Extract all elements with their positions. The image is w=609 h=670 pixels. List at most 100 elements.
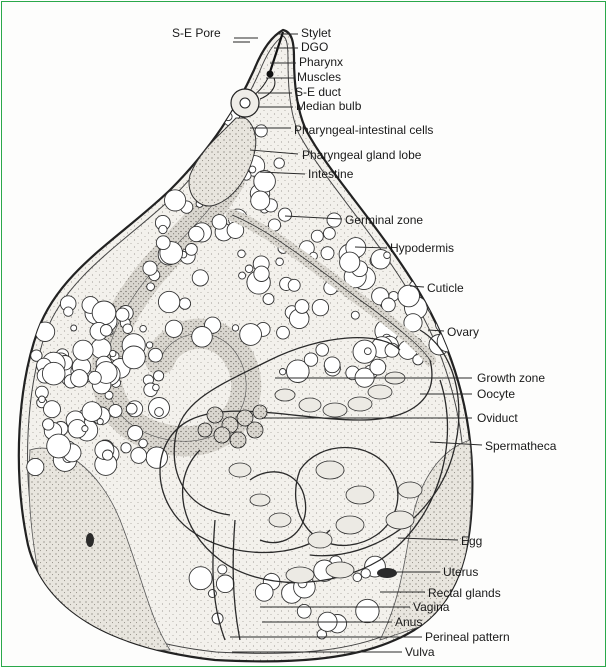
lipid-droplet — [39, 396, 46, 403]
lipid-droplet — [278, 208, 291, 221]
svg-text:Germinal zone: Germinal zone — [345, 213, 423, 227]
svg-text:Growth zone: Growth zone — [477, 371, 545, 385]
lipid-droplet — [131, 448, 147, 464]
lipid-droplet — [183, 141, 194, 152]
lipid-droplet — [398, 285, 420, 307]
lipid-droplet — [353, 573, 362, 582]
lipid-droplet — [240, 324, 262, 346]
lipid-droplet — [156, 236, 170, 250]
lipid-droplet — [179, 298, 190, 309]
lipid-droplet — [327, 213, 341, 227]
oocyte-cell — [308, 532, 332, 548]
lipid-droplet — [251, 191, 270, 210]
svg-text:Rectal glands: Rectal glands — [428, 586, 501, 600]
lipid-droplet — [71, 370, 88, 387]
lipid-droplet — [192, 270, 208, 286]
svg-text:Median bulb: Median bulb — [296, 99, 362, 113]
lipid-droplet — [47, 434, 71, 458]
svg-text:Stylet: Stylet — [301, 26, 332, 40]
lipid-droplet — [277, 326, 290, 339]
svg-text:S-E Pore: S-E Pore — [172, 26, 221, 40]
lipid-droplet — [254, 266, 269, 281]
svg-text:Oocyte: Oocyte — [477, 387, 515, 401]
svg-text:DGO: DGO — [301, 40, 328, 54]
svg-text:Oviduct: Oviduct — [477, 411, 518, 425]
lipid-droplet — [27, 458, 44, 475]
lipid-droplet — [324, 357, 340, 373]
svg-text:Hypodermis: Hypodermis — [390, 241, 454, 255]
oocyte-cell — [286, 567, 314, 583]
lipid-droplet — [428, 303, 439, 314]
oocyte-cell — [250, 494, 270, 506]
lipid-droplet — [71, 325, 77, 331]
svg-text:Perineal pattern: Perineal pattern — [425, 630, 510, 644]
lipid-droplet — [445, 298, 452, 305]
lipid-droplet — [146, 447, 167, 468]
lipid-droplet — [35, 322, 54, 341]
svg-text:Anus: Anus — [395, 615, 422, 629]
oocyte-cell — [323, 403, 347, 417]
lipid-droplet — [340, 252, 360, 272]
lipid-droplet — [351, 311, 359, 319]
lipid-droplet — [304, 353, 317, 366]
lipid-droplet — [195, 122, 204, 131]
lipid-droplet — [158, 291, 179, 312]
lipid-droplet — [149, 348, 163, 362]
lipid-droplet — [324, 228, 336, 240]
lipid-droplet — [202, 111, 220, 129]
lipid-droplet — [88, 371, 101, 384]
lipid-droplet — [121, 443, 131, 453]
lipid-droplet — [64, 307, 73, 316]
oocyte-cell — [326, 562, 354, 578]
lipid-droplet — [218, 565, 227, 574]
lipid-droplet — [153, 384, 160, 391]
lipid-droplet — [44, 401, 61, 418]
lipid-droplet — [263, 294, 274, 305]
lipid-droplet — [212, 215, 227, 230]
lipid-droplet — [186, 244, 198, 256]
svg-text:Ovary: Ovary — [447, 325, 479, 339]
svg-text:Egg: Egg — [461, 534, 482, 548]
lipid-droplet — [128, 426, 143, 441]
lipid-droplet — [187, 113, 196, 122]
lipid-droplet — [42, 362, 65, 385]
lipid-droplet — [239, 272, 246, 279]
lipid-droplet — [361, 569, 370, 578]
oocyte-cell — [229, 463, 251, 477]
lipid-droplet — [189, 226, 204, 241]
lipid-droplet — [147, 283, 155, 291]
lipid-droplet — [192, 327, 213, 348]
lipid-droplet — [356, 599, 379, 622]
uterus-dark-mass — [377, 568, 397, 578]
lipid-droplet — [91, 338, 111, 358]
oocyte-cell — [346, 486, 374, 504]
lipid-droplet — [451, 343, 459, 351]
lipid-droplet — [276, 258, 284, 266]
oocyte-cell — [398, 482, 422, 498]
oocyte-cell — [299, 398, 321, 412]
lipid-droplet — [43, 419, 54, 430]
svg-text:Pharyngeal gland lobe: Pharyngeal gland lobe — [302, 148, 422, 162]
lipid-droplet — [238, 250, 246, 258]
lipid-droplet — [146, 342, 152, 348]
lipid-droplet — [165, 190, 186, 211]
lipid-droplet — [189, 567, 212, 590]
lipid-droplet — [159, 225, 167, 233]
oocyte-cell — [316, 461, 344, 479]
lipid-droplet — [254, 171, 276, 193]
svg-text:Pharynx: Pharynx — [299, 55, 343, 69]
oocyte-cell — [275, 389, 295, 401]
lipid-droplet — [312, 299, 328, 315]
svg-text:Pharyngeal-intestinal cells: Pharyngeal-intestinal cells — [294, 123, 433, 137]
oocyte-cell — [269, 513, 291, 527]
lipid-droplet — [274, 158, 284, 168]
lipid-droplet — [316, 344, 329, 357]
lipid-droplet — [216, 575, 234, 593]
lipid-droplet — [122, 346, 145, 369]
lipid-droplet — [100, 325, 112, 337]
lipid-droplet — [123, 324, 133, 334]
lipid-droplet — [139, 439, 148, 448]
lipid-droplet — [116, 308, 129, 321]
lipid-droplet — [109, 404, 122, 417]
